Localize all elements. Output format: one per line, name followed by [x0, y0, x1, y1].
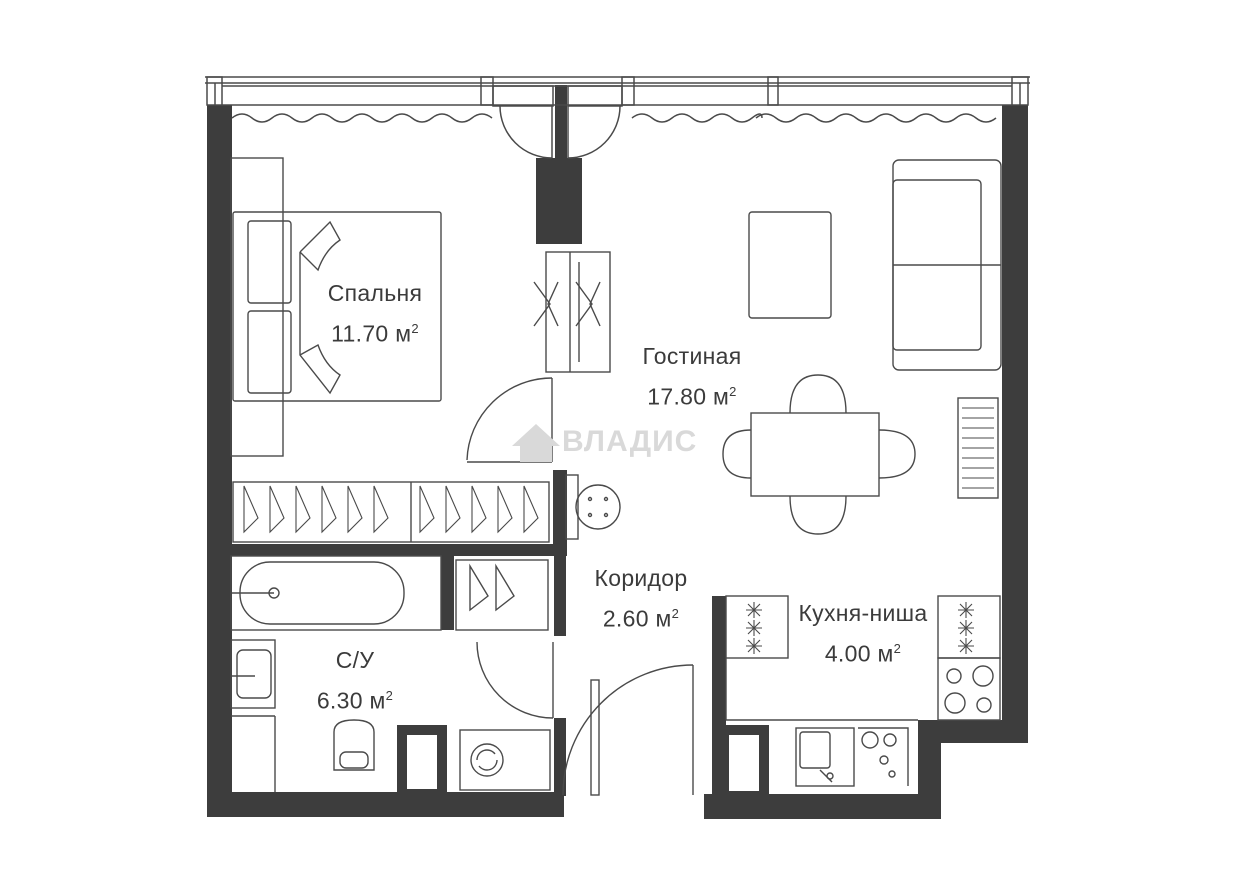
bed	[232, 211, 442, 402]
wall-central-pier	[536, 158, 582, 244]
hob	[937, 657, 1001, 721]
room-area: 4.00 м2	[824, 640, 902, 667]
kitchen-sink	[795, 727, 855, 787]
corridor-items	[455, 474, 694, 796]
wall-right	[1002, 105, 1028, 743]
wall-kitchen-step-v	[918, 720, 941, 819]
niche-bath	[397, 725, 447, 799]
toilet	[333, 719, 375, 771]
wall-bath-right	[554, 556, 566, 636]
chair-left	[722, 429, 752, 479]
wall-bath-top-div	[441, 556, 454, 630]
wall-bath-lower	[554, 718, 566, 796]
room-label-kitchen: Кухня-ниша 4.00 м2	[784, 595, 942, 672]
wall-window-pier	[555, 85, 567, 158]
wall-bedroom-bottom	[230, 544, 567, 556]
vanity	[230, 639, 276, 709]
wall-bottom-left	[207, 792, 564, 817]
wall-left	[207, 105, 232, 817]
partition-wardrobe	[533, 251, 611, 373]
chair-bottom	[789, 495, 847, 535]
curtain-bedroom	[231, 113, 493, 123]
living-furniture	[722, 159, 1002, 535]
curtain-living-1	[631, 113, 763, 123]
bathroom-items	[230, 555, 551, 792]
washing-machine	[459, 729, 551, 791]
wall-corridor-stub	[553, 470, 567, 555]
kitchen-items	[725, 595, 1001, 787]
kitchen-cabinet-left	[725, 595, 789, 659]
bedroom-shelf	[230, 157, 284, 457]
sink	[236, 649, 272, 699]
wardrobe	[232, 481, 550, 543]
corridor-closet	[455, 559, 549, 631]
wall-kitchen-step-h	[918, 720, 1028, 743]
room-area: 2.60 м2	[602, 605, 680, 632]
chair-right	[878, 429, 916, 479]
house-icon	[512, 424, 560, 462]
hangers	[243, 485, 539, 534]
curtain-living-2	[755, 113, 997, 123]
pillow-2	[247, 310, 292, 394]
room-name: Кухня-ниша	[798, 600, 928, 626]
blanket	[299, 220, 341, 395]
watermark-text: ВЛАДИС	[562, 425, 698, 458]
room-name: Коридор	[594, 565, 688, 591]
radiator	[957, 397, 999, 499]
dining-table	[750, 412, 880, 497]
bedroom-furniture	[230, 157, 553, 543]
room-area: 17.80 м2	[647, 383, 737, 410]
room-label-bedroom: Спальня 11.70 м2	[316, 275, 434, 352]
room-label-living: Гостиная 17.80 м2	[630, 338, 754, 415]
shoe-cabinet	[565, 474, 579, 540]
room-area: 11.70 м2	[331, 320, 419, 347]
niche-kitchen	[719, 725, 769, 801]
room-area: 6.30 м2	[316, 687, 394, 714]
coffee-table	[748, 211, 832, 319]
room-label-bath: С/У 6.30 м2	[296, 642, 414, 719]
bathtub-frame	[230, 555, 442, 631]
room-name: Спальня	[327, 280, 423, 306]
room-name: С/У	[335, 647, 375, 673]
windows	[205, 76, 1030, 159]
pillow-1	[247, 220, 292, 304]
room-label-corridor: Коридор 2.60 м2	[582, 560, 700, 637]
pouf	[575, 484, 621, 530]
chair-top	[789, 374, 847, 414]
room-name: Гостиная	[642, 343, 742, 369]
walls	[207, 85, 1028, 819]
